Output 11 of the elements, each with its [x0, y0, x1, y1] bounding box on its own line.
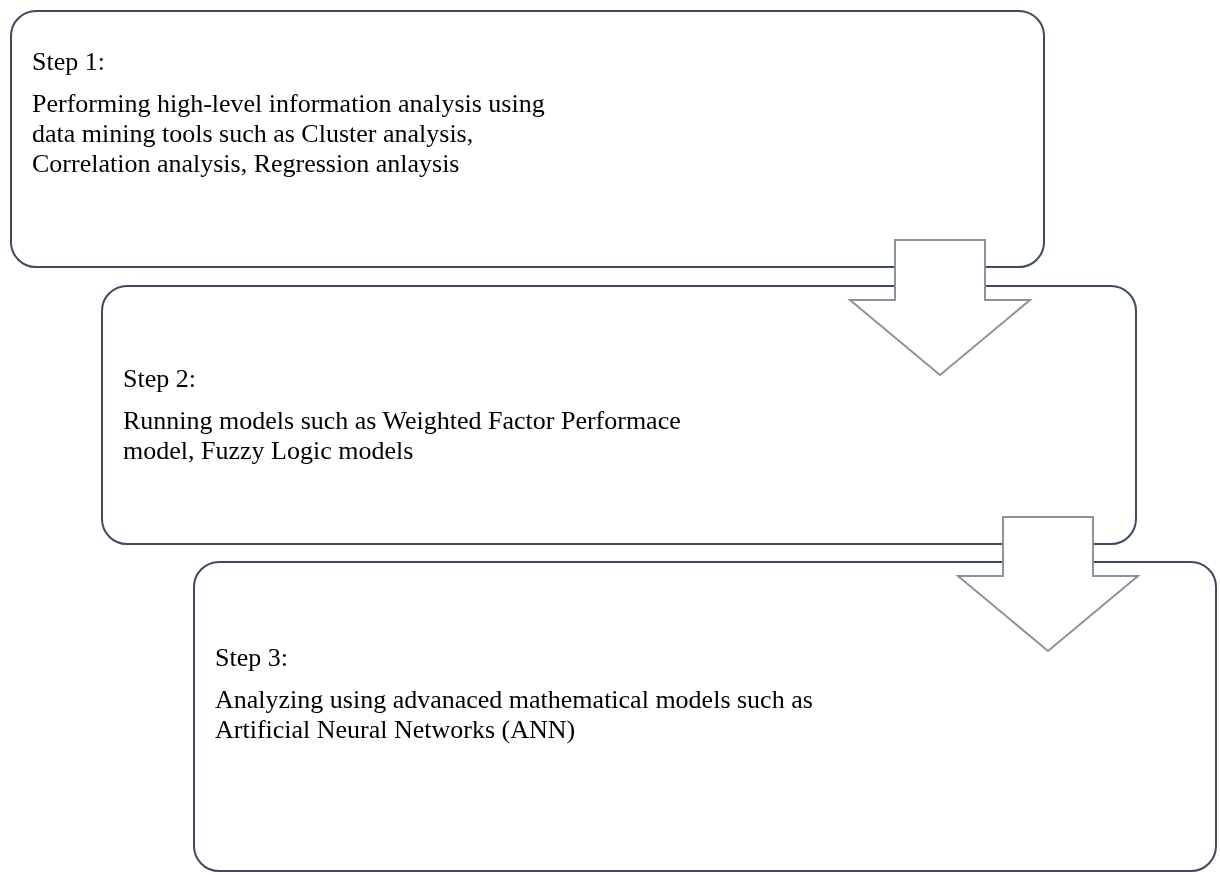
step-heading: Step 2: — [123, 364, 196, 394]
step-heading: Step 1: — [32, 47, 105, 77]
step-heading: Step 3: — [215, 643, 288, 673]
step-description: Analyzing using advanaced mathematical models such as Artificial Neural Networks (ANN) — [215, 685, 814, 745]
block-arrow — [955, 516, 1141, 653]
block-arrow — [847, 239, 1033, 377]
step-box — [193, 561, 1217, 872]
step-box — [101, 285, 1137, 545]
step-box — [10, 10, 1045, 268]
step-description: Running models such as Weighted Factor Performace model, Fuzzy Logic models — [123, 406, 682, 466]
step-description: Performing high-level information analysis using data mining tools such as Cluster analysis, Correlation analysis, Regression anlaysis — [32, 89, 546, 179]
